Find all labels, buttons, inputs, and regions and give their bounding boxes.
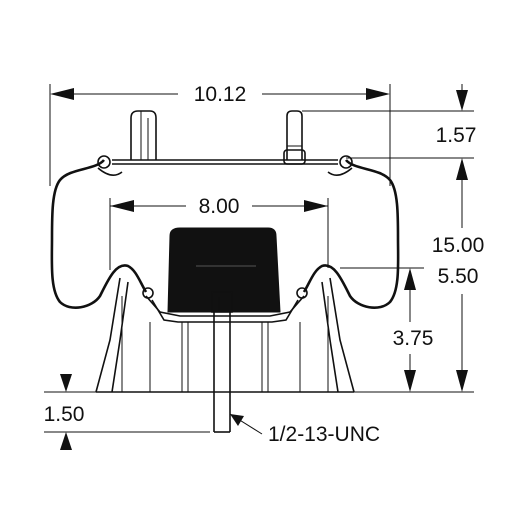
dim-piston-height: 3.75 bbox=[340, 267, 474, 393]
bumper bbox=[167, 227, 281, 313]
overall-height-label: 15.00 bbox=[432, 234, 485, 257]
dim-inner-width: 8.00 bbox=[109, 195, 329, 270]
dim-overall-width: 10.12 bbox=[49, 83, 391, 186]
dim-bottom-offset: 1.50 bbox=[44, 374, 210, 450]
top-height-label: 1.57 bbox=[436, 124, 477, 147]
thread-callout: 1/2-13-UNC bbox=[229, 413, 380, 446]
dim-top-height: 1.57 bbox=[302, 84, 477, 159]
piston bbox=[95, 227, 355, 393]
piston-height-label: 3.75 bbox=[393, 327, 434, 350]
left-mounting-stud bbox=[130, 110, 157, 160]
overall-width-label: 10.12 bbox=[194, 83, 247, 106]
dim-overall-height: 15.00 5.50 bbox=[432, 158, 485, 392]
right-mounting-stud bbox=[283, 110, 306, 165]
inner-width-label: 8.00 bbox=[199, 195, 240, 218]
collapsed-height-label: 5.50 bbox=[438, 265, 479, 288]
piston-bolt bbox=[211, 291, 233, 433]
bottom-offset-label: 1.50 bbox=[44, 403, 85, 426]
bellows bbox=[50, 155, 400, 309]
thread-spec-label: 1/2-13-UNC bbox=[268, 423, 380, 446]
